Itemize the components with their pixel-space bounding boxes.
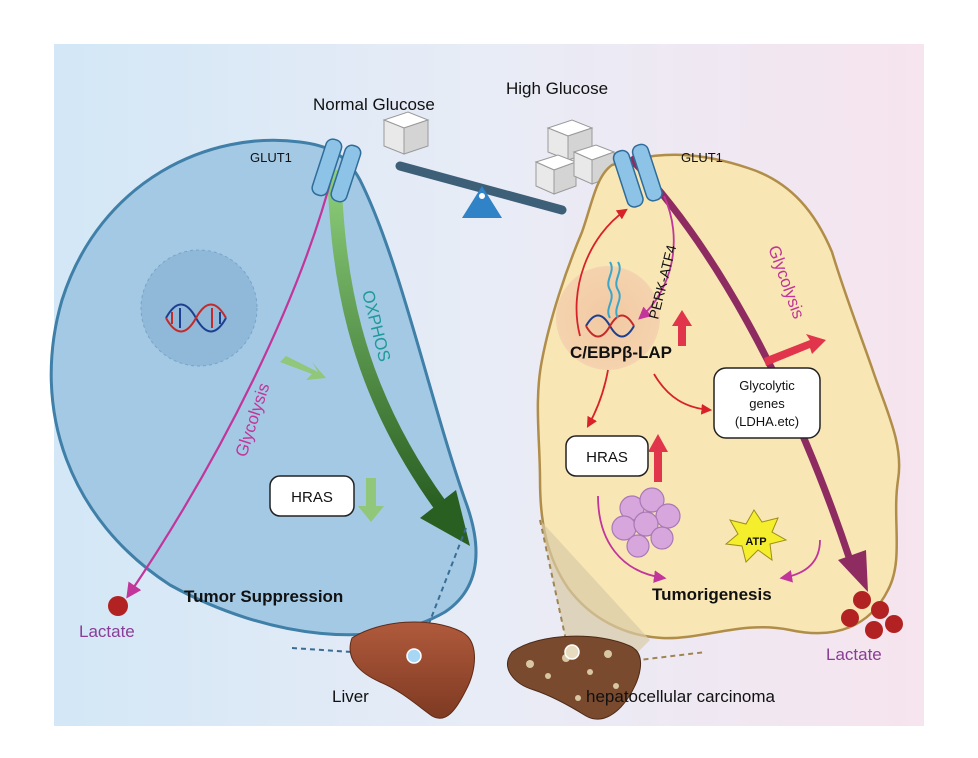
glut1-right-label: GLUT1 <box>681 150 723 165</box>
tumor-cluster-icon <box>611 487 681 558</box>
normal-glucose-cube-icon <box>382 111 430 155</box>
glut1-left-label: GLUT1 <box>250 150 292 165</box>
left-lactate-dot <box>108 596 128 616</box>
tumor-suppression-label: Tumor Suppression <box>184 587 343 606</box>
carcinoma-highlight-dot <box>564 644 580 660</box>
high-glucose-label: High Glucose <box>506 79 608 98</box>
atp-star-icon <box>724 509 788 563</box>
right-glycolysis-arrow <box>627 155 854 562</box>
right-lactate-dots <box>841 591 903 639</box>
hras-box-right <box>565 435 649 477</box>
oxphos-arrow-head <box>420 490 470 546</box>
hras-box-left <box>269 475 355 517</box>
cebp-to-glut1-arrow <box>575 208 628 337</box>
liver-highlight-dot <box>406 648 422 664</box>
glut1-left-icon <box>311 138 362 203</box>
glycolysis-up-arrow <box>764 334 826 366</box>
right-nucleus <box>556 266 660 370</box>
glycolytic-genes-line3: (LDHA.etc) <box>735 414 799 429</box>
carcinoma-nodules <box>526 650 619 701</box>
right-glycolysis-arrow-head <box>838 550 868 592</box>
atp-to-tumorigenesis-arrow <box>779 539 821 583</box>
hras-up-arrow <box>648 434 668 482</box>
hras-down-arrow <box>358 478 384 522</box>
tumorigenesis-label: Tumorigenesis <box>652 585 772 604</box>
right-dna-icon <box>585 314 635 338</box>
right-lactate-label: Lactate <box>826 645 882 664</box>
normal-glucose-label: Normal Glucose <box>313 95 435 114</box>
left-glycolysis-arrow <box>126 171 335 599</box>
perk-atf4-arrow <box>638 195 675 320</box>
cebp-protein-icon <box>607 261 621 319</box>
seesaw-fulcrum <box>462 186 502 218</box>
glycolytic-genes-line2: genes <box>749 396 785 411</box>
hras-label-right: HRAS <box>586 449 628 466</box>
liver-icon <box>349 621 475 719</box>
liver-label: Liver <box>332 687 369 706</box>
cebp-up-arrow <box>672 310 692 346</box>
atp-label: ATP <box>745 536 766 548</box>
cebp-label: C/EBPβ-LAP <box>570 343 672 362</box>
high-glucose-cubes-icon <box>534 119 616 195</box>
hras-label-left: HRAS <box>291 489 333 506</box>
cebp-to-genes-arrow <box>653 373 713 415</box>
hras-to-tumorigenesis-arrow <box>597 495 667 583</box>
glut1-right-icon <box>612 143 663 208</box>
oxphos-down-arrow <box>280 356 326 380</box>
oxphos-arrow-shaft <box>327 169 446 510</box>
left-nucleus <box>140 249 258 367</box>
carcinoma-zoom-wedge <box>540 520 650 668</box>
glycolytic-genes-box <box>713 367 821 439</box>
carcinoma-label: hepatocellular carcinoma <box>586 687 776 706</box>
left-lactate-label: Lactate <box>79 622 135 641</box>
glycolytic-genes-line1: Glycolytic <box>739 378 795 393</box>
seesaw-pivot <box>479 193 485 199</box>
cebp-to-hras-arrow <box>586 369 609 428</box>
left-dna-icon <box>165 303 227 333</box>
